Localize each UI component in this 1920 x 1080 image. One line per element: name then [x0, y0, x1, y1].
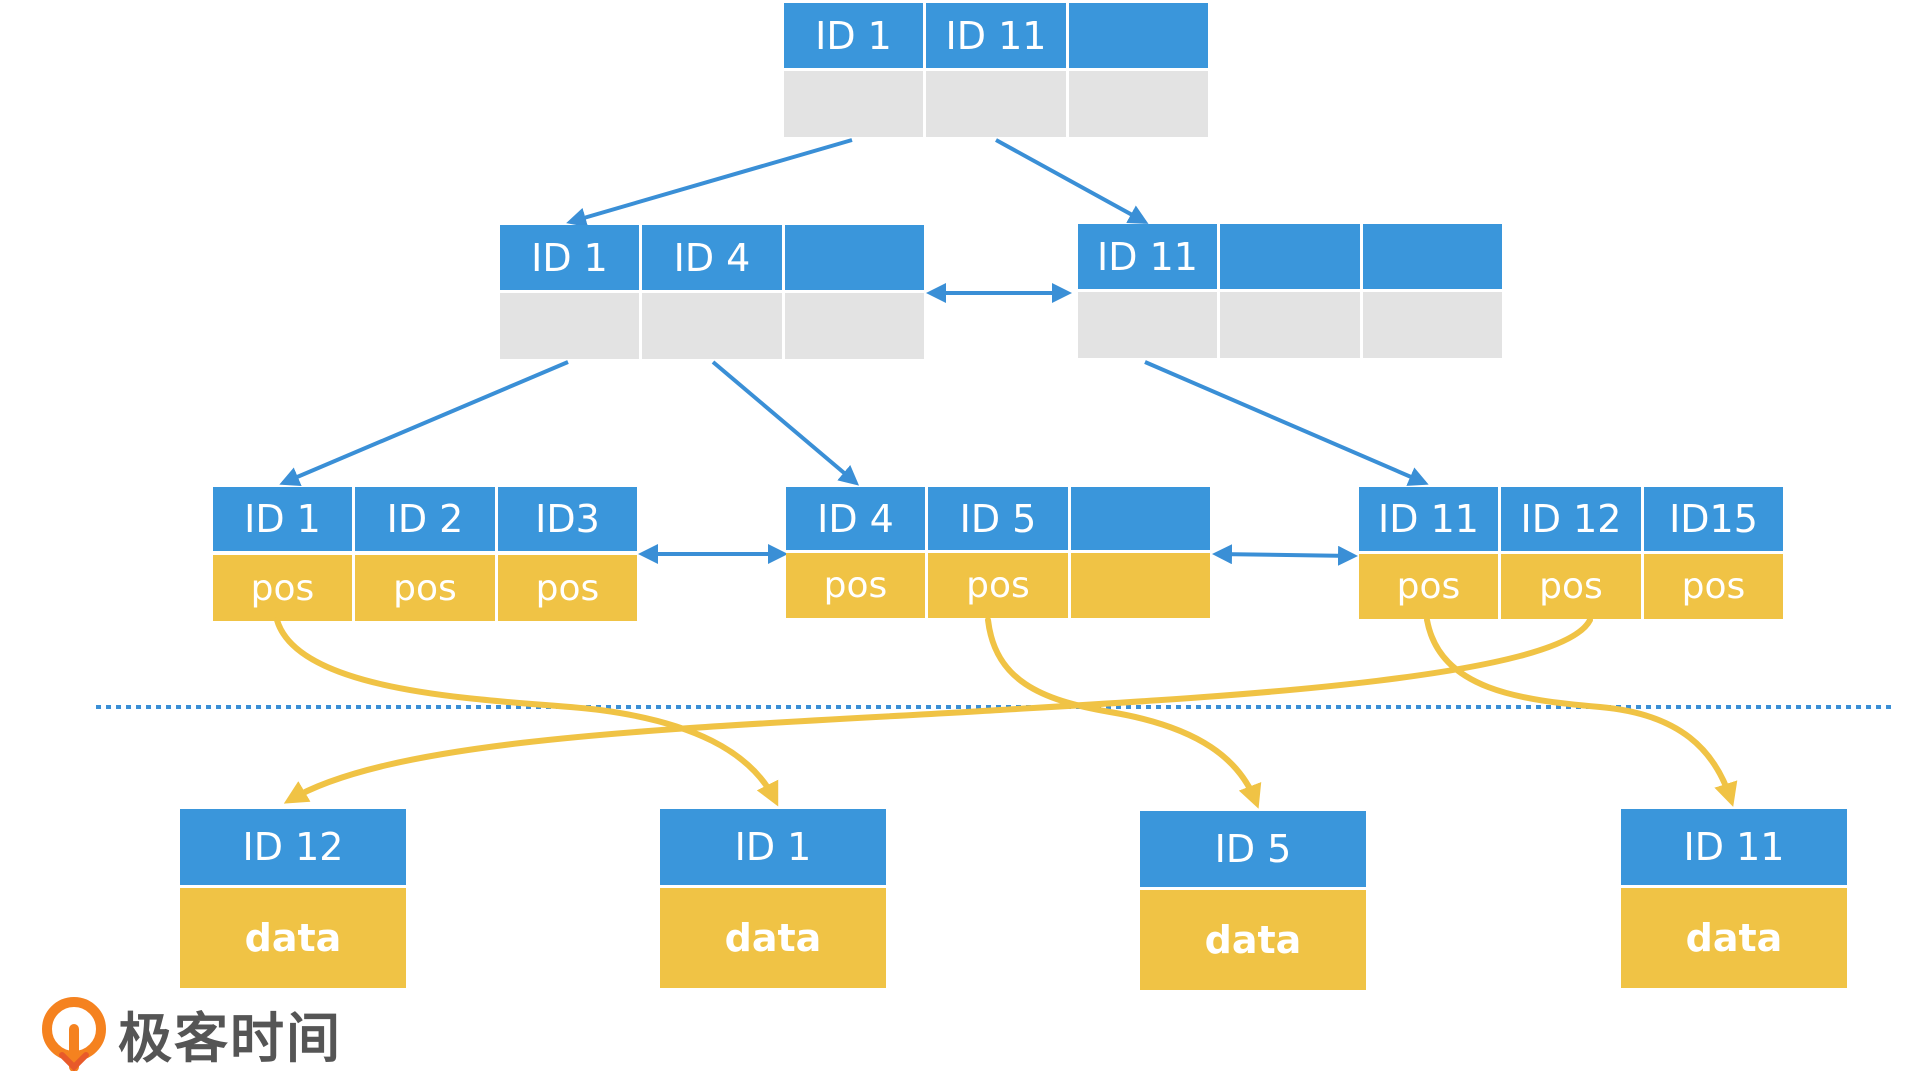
internal-node-left: ID 1 ID 4	[500, 225, 924, 359]
root-key-cell-1: ID 1	[784, 3, 923, 68]
arrow-root-to-internal-right	[995, 138, 1149, 224]
leaf-2-pos-cell-3	[1071, 553, 1210, 618]
root-node: ID 1 ID 11	[784, 3, 1208, 137]
data-row-1: ID 12 data	[180, 809, 406, 988]
internal-right-key-cell-2	[1220, 224, 1360, 289]
internal-right-child-cell-2	[1220, 292, 1360, 358]
geektime-logo-icon	[42, 996, 106, 1071]
internal-right-child-cell-3	[1363, 292, 1502, 358]
leaf-1-key-cell-2: ID 2	[355, 487, 495, 551]
arrow-internal-left-to-leaf-1	[279, 360, 569, 486]
root-key-cell-2: ID 11	[926, 3, 1066, 68]
data-row-3: ID 5 data	[1140, 811, 1366, 990]
pointer-id5-to-data	[985, 617, 1262, 809]
data-row-2: ID 1 data	[660, 809, 886, 988]
arrow-internal-left-to-leaf-2	[711, 360, 860, 486]
root-child-cell-1	[784, 71, 923, 137]
leaf-1-pos-cell-2: pos	[355, 555, 495, 621]
data-row-2-value: data	[660, 888, 886, 988]
internal-left-key-cell-1: ID 1	[500, 225, 639, 290]
leaf-2-key-cell-2: ID 5	[928, 487, 1068, 550]
leaf-1-key-cell-1: ID 1	[213, 487, 352, 551]
leaf-2-pos-cell-2: pos	[928, 553, 1068, 618]
leaf-node-1: ID 1 ID 2 ID3 pos pos pos	[213, 487, 637, 621]
data-row-2-id: ID 1	[660, 809, 886, 885]
leaf-2-key-cell-1: ID 4	[786, 487, 925, 550]
leaf-1-pos-cell-1: pos	[213, 555, 352, 621]
data-row-4: ID 11 data	[1621, 809, 1847, 988]
leaf-3-key-cell-2: ID 12	[1501, 487, 1641, 551]
internal-left-child-cell-1	[500, 293, 639, 359]
internal-left-key-cell-3	[785, 225, 924, 290]
arrow-root-to-internal-left	[566, 138, 853, 228]
data-row-4-id: ID 11	[1621, 809, 1847, 885]
leaf-node-2: ID 4 ID 5 pos pos	[786, 487, 1210, 618]
internal-left-child-cell-2	[642, 293, 782, 359]
logo-text: 极客时间	[118, 1007, 342, 1070]
leaf-3-pos-cell-2: pos	[1501, 554, 1641, 619]
data-row-1-value: data	[180, 888, 406, 988]
arrow-internal-right-to-leaf-3	[1144, 360, 1429, 486]
pointer-id12-to-data	[283, 617, 1593, 804]
data-row-3-value: data	[1140, 890, 1366, 990]
leaf-node-3: ID 11 ID 12 ID15 pos pos pos	[1359, 487, 1783, 619]
leaf-1-pos-cell-3: pos	[498, 555, 637, 621]
leaf-3-key-cell-1: ID 11	[1359, 487, 1498, 551]
leaf-3-pos-cell-1: pos	[1359, 554, 1498, 619]
root-child-cell-3	[1069, 71, 1208, 137]
leaf-1-key-cell-3: ID3	[498, 487, 637, 551]
data-row-4-value: data	[1621, 888, 1847, 988]
leaf-3-pos-cell-3: pos	[1644, 554, 1783, 619]
data-row-1-id: ID 12	[180, 809, 406, 885]
internal-right-key-cell-3	[1363, 224, 1502, 289]
data-row-3-id: ID 5	[1140, 811, 1366, 887]
leaf-3-key-cell-3: ID15	[1644, 487, 1783, 551]
link-leaf-2-leaf-3	[1212, 544, 1358, 566]
internal-right-key-cell-1: ID 11	[1078, 224, 1217, 289]
pointer-id11-to-data	[1424, 617, 1738, 807]
geektime-logo: 极客时间	[42, 994, 342, 1073]
internal-right-child-cell-1	[1078, 292, 1217, 358]
internal-left-child-cell-3	[785, 293, 924, 359]
root-child-cell-2	[926, 71, 1066, 137]
internal-left-key-cell-2: ID 4	[642, 225, 782, 290]
leaf-2-key-cell-3	[1071, 487, 1210, 550]
root-key-cell-3	[1069, 3, 1208, 68]
leaf-2-pos-cell-1: pos	[786, 553, 925, 618]
internal-node-right: ID 11	[1078, 224, 1502, 358]
pointer-id1-to-data	[274, 617, 779, 807]
